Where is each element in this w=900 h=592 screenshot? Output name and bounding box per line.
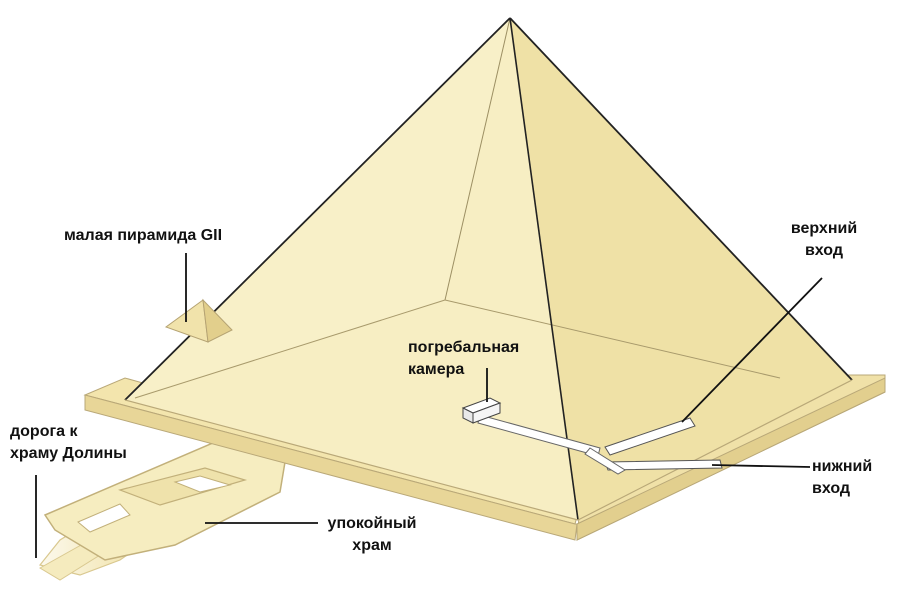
pyramid-right-edge bbox=[509, 17, 853, 381]
pyramid-right-face bbox=[510, 18, 852, 520]
label-burial-chamber: погребальная камера bbox=[408, 339, 520, 378]
burial-chamber-block bbox=[461, 397, 502, 424]
small-pyramid-gii bbox=[164, 298, 233, 343]
label-lower-entrance: нижний вход bbox=[812, 458, 873, 497]
leader-upper-entrance bbox=[681, 277, 823, 423]
label-small-pyramid: малая пирамида GII bbox=[64, 227, 223, 244]
label-mortuary-temple: упокойный храм bbox=[327, 515, 417, 554]
pyramid-base-front-left bbox=[124, 399, 579, 521]
main-pyramid bbox=[124, 17, 853, 521]
hidden-base-edge-right bbox=[444, 299, 781, 379]
pyramid-left-edge bbox=[124, 17, 511, 401]
leader-lower-entrance bbox=[711, 464, 811, 468]
pyramid-front-edge bbox=[509, 17, 579, 521]
label-causeway: дорога к храму Долины bbox=[10, 423, 127, 462]
label-upper-entrance: верхний вход bbox=[790, 220, 858, 259]
hidden-back-edge bbox=[444, 17, 511, 301]
hidden-base-edge-left bbox=[134, 299, 446, 399]
internal-passages bbox=[461, 397, 723, 475]
leader-lines bbox=[35, 253, 823, 558]
pyramid-base-front-right bbox=[577, 379, 853, 521]
